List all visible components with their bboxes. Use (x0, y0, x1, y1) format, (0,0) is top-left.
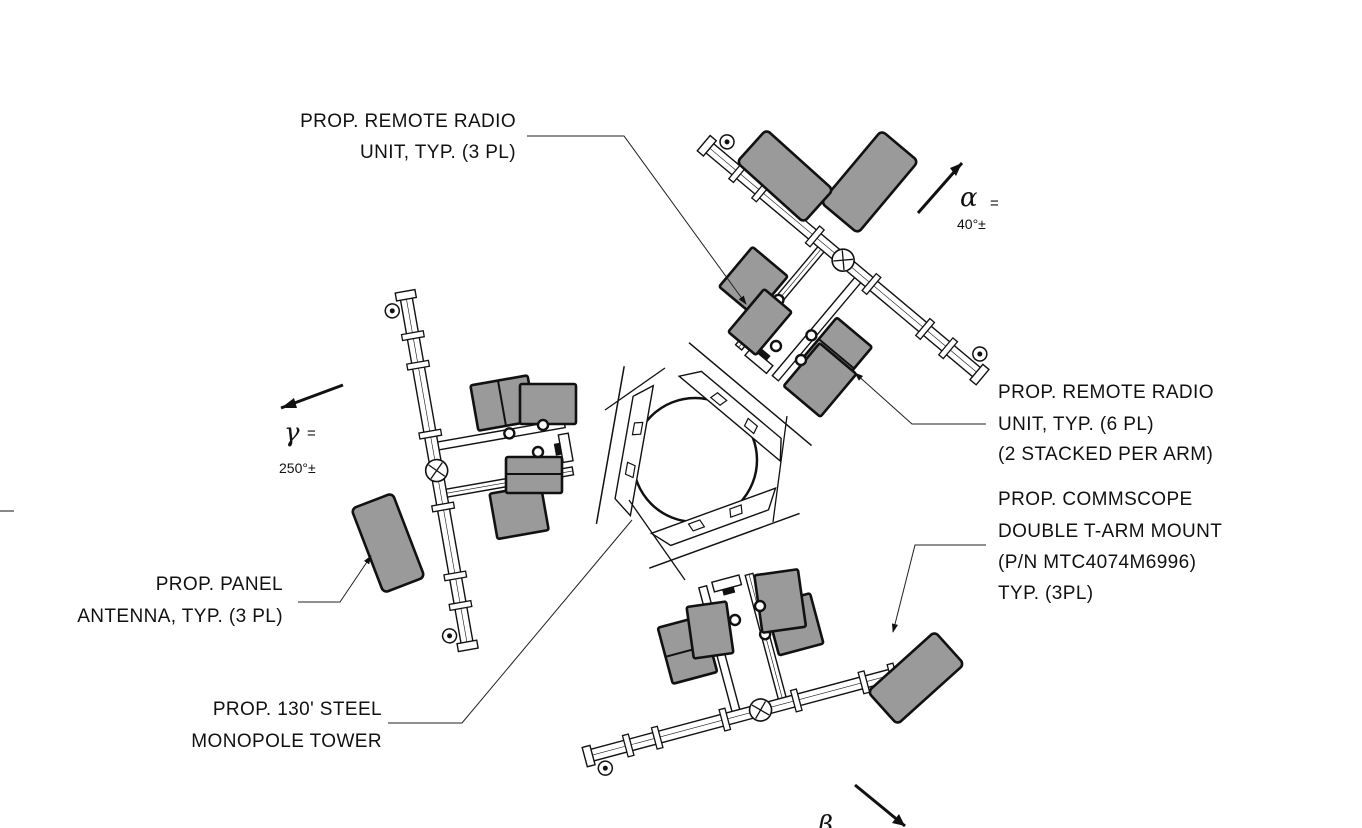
label-panel-line2: ANTENNA, TYP. (3 PL) (77, 606, 283, 627)
gamma-sector-mount (381, 266, 604, 656)
label-mount: PROP. COMMSCOPE DOUBLE T-ARM MOUNT (P/N … (998, 489, 1222, 604)
label-panel-line1: PROP. PANEL (156, 574, 283, 595)
label-rru-6pl-line3: (2 STACKED PER ARM) (998, 444, 1213, 465)
leader-rru-3pl (527, 135, 747, 305)
panel-antenna-beta (868, 632, 964, 724)
rru-beta-a (685, 600, 735, 660)
gamma-azimuth-value: 250°± (279, 460, 316, 476)
gamma-symbol: γ (284, 418, 300, 448)
alpha-azimuth-value: 40°± (957, 216, 986, 232)
monopole-platform (595, 342, 813, 581)
leader-tower (388, 519, 633, 724)
leader-lines (0, 135, 986, 724)
label-rru-3pl-line1: PROP. REMOTE RADIO (300, 111, 516, 132)
label-mount-line1: PROP. COMMSCOPE (998, 489, 1193, 510)
label-mount-line4: TYP. (3PL) (998, 583, 1094, 604)
label-rru-3pl: PROP. REMOTE RADIO UNIT, TYP. (3 PL) (300, 111, 516, 163)
label-rru-3pl-line2: UNIT, TYP. (3 PL) (360, 142, 516, 163)
beta-sector-mount (548, 530, 944, 781)
label-tower-line2: MONOPOLE TOWER (191, 731, 382, 752)
remote-radio-units (504, 288, 857, 660)
rru-alpha-a (727, 288, 793, 356)
label-rru-6pl-line1: PROP. REMOTE RADIO (998, 382, 1214, 403)
beta-azimuth: β (817, 783, 906, 828)
leader-panel (298, 555, 372, 603)
label-rru-6pl-line2: UNIT, TYP. (6 PL) (998, 414, 1154, 435)
alpha-sector-mount (614, 124, 999, 483)
label-panel: PROP. PANEL ANTENNA, TYP. (3 PL) (77, 574, 283, 627)
rru-gamma-a (518, 382, 578, 426)
label-tower-line1: PROP. 130' STEEL (213, 699, 382, 720)
gamma-eq: = (307, 425, 316, 442)
panel-antenna-alpha (737, 130, 833, 222)
label-mount-line3: (P/N MTC4074M6996) (998, 552, 1196, 573)
leader-mount (891, 544, 986, 633)
panel-antennas (351, 130, 964, 724)
label-rru-6pl: PROP. REMOTE RADIO UNIT, TYP. (6 PL) (2 … (998, 382, 1214, 465)
panel-antenna-gamma (351, 493, 425, 593)
label-mount-line2: DOUBLE T-ARM MOUNT (998, 521, 1222, 542)
gamma-azimuth: γ = 250°± (279, 383, 344, 476)
alpha-symbol: α (960, 183, 978, 213)
beta-symbol: β (817, 811, 833, 828)
alpha-eq: = (990, 195, 999, 212)
label-tower: PROP. 130' STEEL MONOPOLE TOWER (191, 699, 382, 752)
leader-rru-6pl (854, 372, 986, 425)
alpha-azimuth: α = 40°± (916, 162, 999, 232)
